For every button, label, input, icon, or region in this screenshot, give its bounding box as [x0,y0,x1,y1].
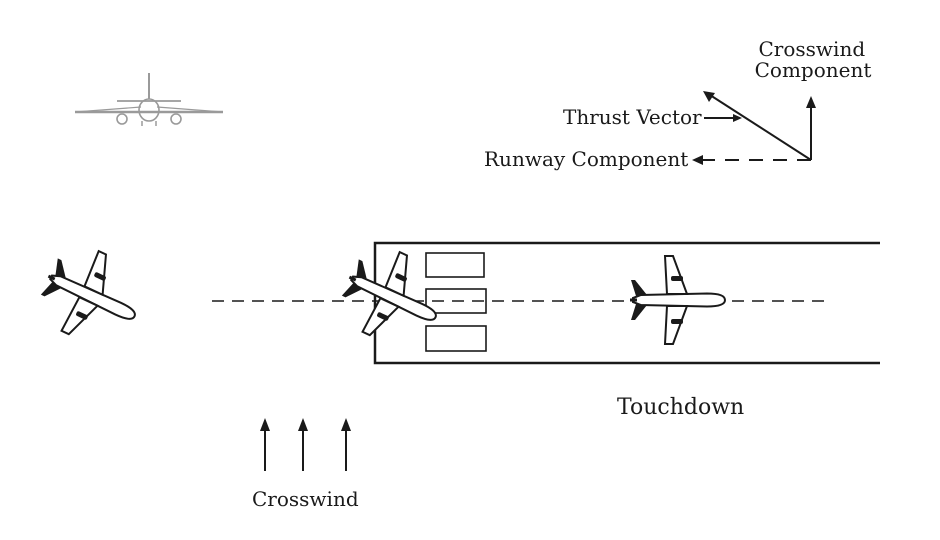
thrust-vector-label: Thrust Vector [563,105,702,129]
crosswind-arrowhead [298,418,308,431]
resultant-arrow [709,94,812,161]
vector-diagram [692,91,816,165]
threshold-marking [425,252,485,278]
crosswind-component-label: Crosswind Component [755,37,872,82]
airplane-front-icon [73,71,225,128]
airplane-top-icon [628,254,727,346]
crosswind-label: Crosswind [252,487,359,511]
airplane-top-icon [28,234,155,358]
touchdown-label: Touchdown [617,395,744,420]
threshold-marking [425,325,487,352]
runway-outline [373,241,880,365]
crosswind-arrowhead [341,418,351,431]
runway-component-label: Runway Component [484,147,688,171]
crosswind-component-line1: Crosswind [759,37,866,61]
crosswind-component-line2: Component [755,58,872,82]
crosswind-arrowhead [260,418,270,431]
crosswind-arrows [260,418,351,471]
